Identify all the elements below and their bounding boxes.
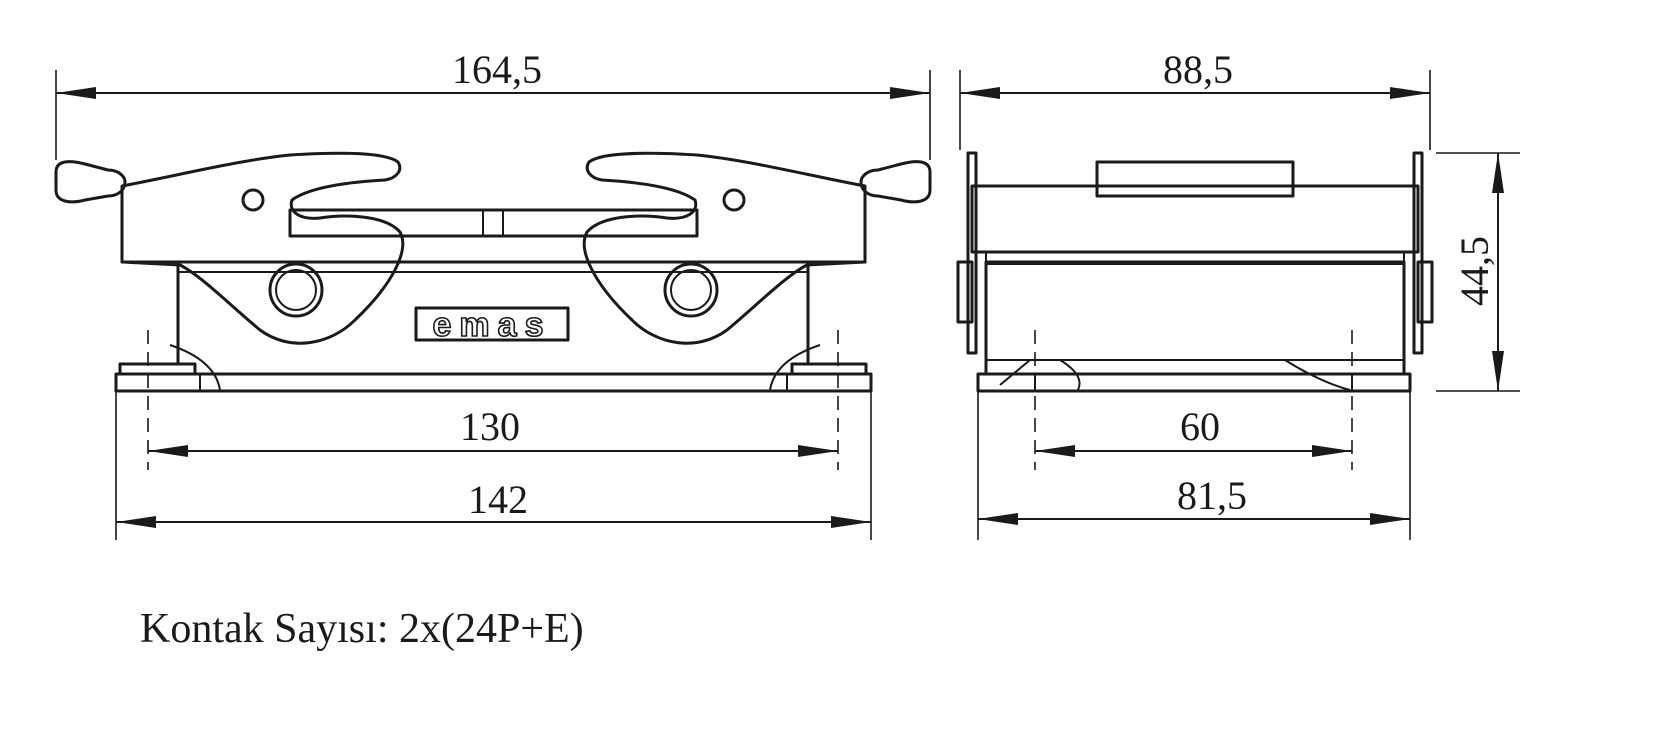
dimension-lines: 164,5 130 142 88,5 60 81,5 44,5 <box>55 47 1520 540</box>
dim-side-height: 44,5 <box>1452 236 1497 306</box>
dim-side-pin-spacing: 60 <box>1180 404 1220 449</box>
dim-front-pin-spacing: 130 <box>460 404 520 449</box>
dim-front-base-width: 142 <box>468 477 528 522</box>
contact-count-caption: Kontak Sayısı: 2x(24P+E) <box>140 606 584 652</box>
side-view <box>956 151 1434 470</box>
front-view: emas <box>54 151 932 470</box>
dim-side-overall-width: 88,5 <box>1163 47 1233 92</box>
dim-front-overall-width: 164,5 <box>452 47 542 92</box>
dim-side-base-width: 81,5 <box>1177 473 1247 518</box>
brand-logo-frame <box>414 306 570 342</box>
brand-logo: emas <box>433 306 552 344</box>
